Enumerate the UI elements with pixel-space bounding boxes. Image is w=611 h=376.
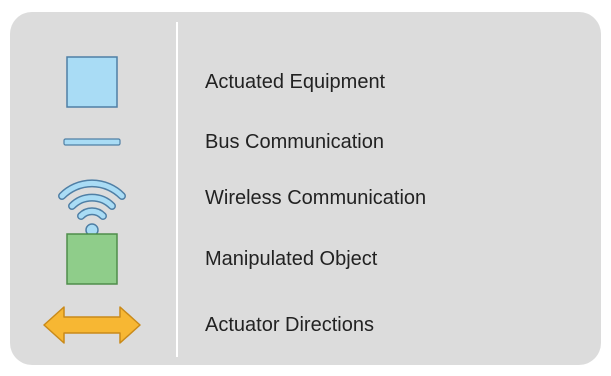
legend-label: Actuator Directions <box>205 314 374 336</box>
legend-item-wireless-communication: Wireless Communication <box>10 170 601 237</box>
bus-line-icon <box>42 114 142 170</box>
legend-label: Actuated Equipment <box>205 71 386 93</box>
wireless-signal-icon <box>42 170 142 237</box>
legend-item-bus-communication: Bus Communication <box>10 114 601 170</box>
legend-divider <box>176 22 178 357</box>
legend-panel: Actuated Equipment Bus Communication <box>10 12 601 365</box>
green-square-icon <box>42 231 142 287</box>
legend-label: Wireless Communication <box>205 187 427 209</box>
light-blue-square-icon <box>42 54 142 110</box>
legend-label: Bus Communication <box>205 131 384 153</box>
legend-item-actuated-equipment: Actuated Equipment <box>10 54 601 110</box>
double-arrow-icon <box>42 297 142 353</box>
legend-item-actuator-directions: Actuator Directions <box>10 297 601 353</box>
legend-label: Manipulated Object <box>205 248 378 270</box>
legend-item-manipulated-object: Manipulated Object <box>10 231 601 287</box>
